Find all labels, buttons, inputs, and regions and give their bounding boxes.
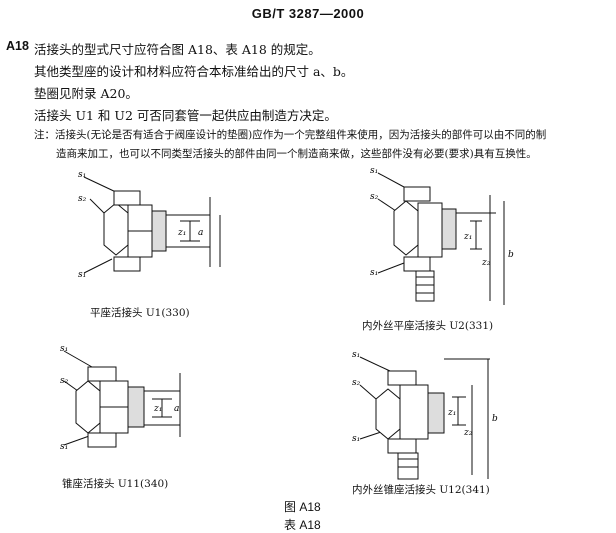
note-line-2: 造商来加工，也可以不同类型活接头的部件由同一个制造商来做，这些部件没有必要(要求… bbox=[56, 148, 537, 160]
u11-label-z1: z₁ bbox=[153, 404, 162, 414]
u12-label-s2: s₂ bbox=[352, 378, 361, 388]
u1-label-s1-bottom: s₁ bbox=[78, 270, 86, 280]
u11-caption: 锥座活接头 U11(340) bbox=[62, 478, 169, 490]
u12-label-b: b bbox=[492, 414, 498, 424]
u11-label-a: a bbox=[174, 404, 179, 414]
table-title: 表 A18 bbox=[284, 518, 321, 532]
u2-label-b: b bbox=[508, 250, 514, 260]
u1-caption: 平座活接头 U1(330) bbox=[90, 307, 190, 319]
u11-label-s1-top: s₁ bbox=[60, 344, 68, 354]
clause-line-4: 活接头 U1 和 U2 可否同套管一起供应由制造方决定。 bbox=[34, 108, 337, 123]
figure-title: 图 A18 bbox=[284, 500, 321, 514]
u2-label-s1-bottom: s₁ bbox=[370, 268, 378, 278]
u2-label-s2: s₂ bbox=[370, 192, 379, 202]
u11-label-s2: s₂ bbox=[60, 376, 69, 386]
u1-label-z1: z₁ bbox=[177, 228, 186, 238]
u12-caption: 内外丝锥座活接头 U12(341) bbox=[352, 484, 490, 496]
clause-number: A18 bbox=[6, 39, 29, 53]
u1-label-s2: s₂ bbox=[78, 194, 87, 204]
clause-line-2: 其他类型座的设计和材料应符合本标准给出的尺寸 a、b。 bbox=[34, 64, 354, 79]
u12-label-s1-top: s₁ bbox=[352, 350, 360, 360]
u1-label-s1-top: s₁ bbox=[78, 170, 86, 180]
union-u1-drawing: s₁ s₂ z₁ a s₁ bbox=[78, 170, 221, 280]
clause-line-3: 垫圈见附录 A20。 bbox=[34, 86, 138, 101]
u1-label-a: a bbox=[198, 228, 203, 238]
union-u11-drawing: s₁ s₂ z₁ a s₁ bbox=[60, 344, 181, 452]
page-header: GB/T 3287—2000 bbox=[251, 6, 365, 21]
u2-label-z2: z₂ bbox=[481, 258, 491, 268]
union-u12-drawing: s₁ s₂ z₁ z₂ b s₁ bbox=[352, 350, 498, 480]
note-line-1: 注：活接头(无论是否有适合于阀座设计的垫圈)应作为一个完整组件来使用，因为活接头… bbox=[34, 129, 547, 141]
clause-line-1: 活接头的型式尺寸应符合图 A18、表 A18 的规定。 bbox=[34, 42, 321, 57]
u12-label-z2: z₂ bbox=[463, 428, 473, 438]
u12-label-s1-bottom: s₁ bbox=[352, 434, 360, 444]
u2-label-s1-top: s₁ bbox=[370, 166, 378, 176]
u2-caption: 内外丝平座活接头 U2(331) bbox=[362, 320, 494, 332]
u11-label-s1-bottom: s₁ bbox=[60, 442, 68, 452]
u2-label-z1: z₁ bbox=[463, 232, 472, 242]
u12-label-z1: z₁ bbox=[447, 408, 456, 418]
union-u2-drawing: s₁ s₂ z₁ z₂ b s₁ bbox=[370, 166, 514, 305]
